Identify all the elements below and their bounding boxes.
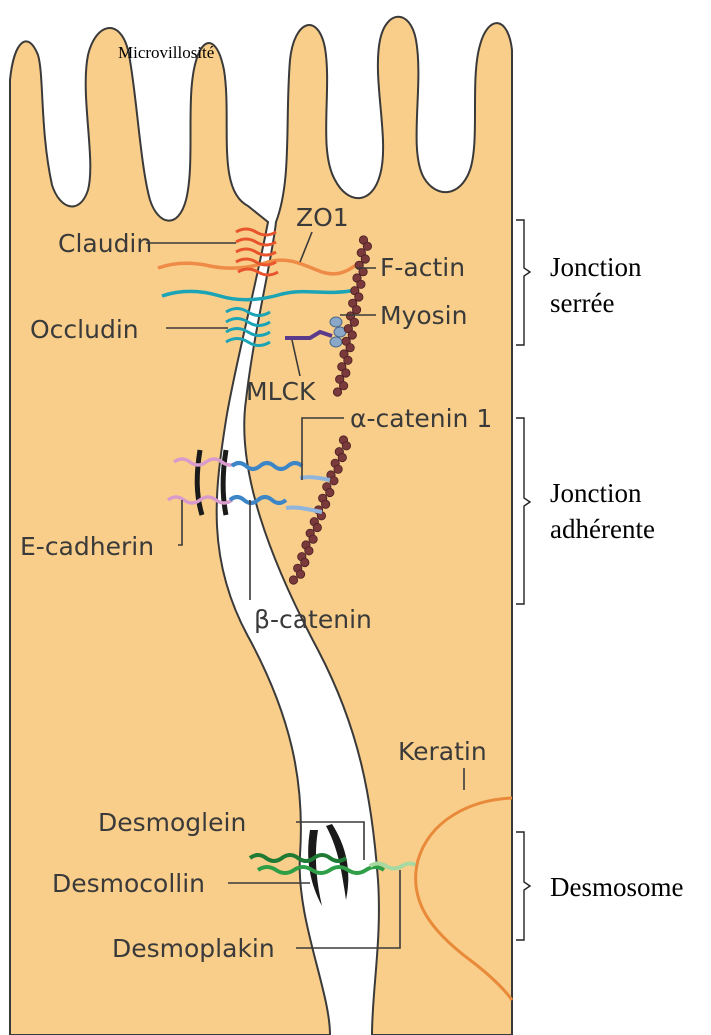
- label-e-cadherin: E-cadherin: [20, 532, 154, 561]
- f-actin-bead: [351, 305, 362, 315]
- keratin-filament: [414, 796, 514, 1001]
- label-keratin: Keratin: [398, 737, 487, 766]
- f-actin-bead: [308, 534, 318, 544]
- desmoglein-strand: [248, 853, 348, 863]
- f-actin-bead: [360, 254, 370, 264]
- adherens-plaque-left: [194, 449, 205, 516]
- adherens-plaque-right: [220, 449, 229, 516]
- tight-junction-proteins: [157, 227, 362, 348]
- brace-jonction-serree: [516, 219, 532, 346]
- f-actin-filament-top: [332, 235, 372, 397]
- label-occludin: Occludin: [30, 315, 139, 344]
- label-desmoglein: Desmoglein: [98, 808, 246, 837]
- label-beta-catenin: β-catenin: [254, 605, 372, 634]
- f-actin-bead: [349, 317, 359, 327]
- f-actin-bead: [333, 464, 343, 474]
- desmosome-structure: [248, 796, 514, 1001]
- brace-desmosome: [516, 831, 532, 941]
- label-alpha-catenin: α-catenin 1: [350, 404, 492, 433]
- f-actin-bead: [356, 279, 366, 289]
- label-desmocollin: Desmocollin: [52, 869, 205, 898]
- region-jonction-serree-line2: serrée: [550, 288, 614, 318]
- f-actin-bead: [341, 368, 351, 378]
- claudin-coils: [235, 227, 279, 277]
- adherens-junction-proteins: [166, 449, 331, 516]
- desmosome-plaque-left: [308, 830, 322, 906]
- f-actin-bead: [354, 292, 364, 302]
- label-myosin: Myosin: [380, 301, 467, 330]
- label-zo1: ZO1: [296, 203, 349, 232]
- beta-catenin-lower: [228, 495, 288, 505]
- label-microvillosite: Microvillosité: [118, 43, 214, 62]
- f-actin-bead: [288, 575, 299, 585]
- brace-jonction-adherente: [516, 417, 532, 605]
- label-claudin: Claudin: [58, 229, 152, 258]
- e-cadherin-lower: [166, 495, 234, 505]
- f-actin-bead: [343, 355, 353, 365]
- f-actin-bead: [345, 343, 355, 353]
- desmosome-plaque-right: [326, 824, 349, 900]
- myosin-blob: [329, 316, 347, 348]
- left-cell: [9, 27, 332, 1035]
- f-actin-bead: [325, 487, 335, 498]
- label-desmoplakin: Desmoplakin: [112, 934, 275, 963]
- f-actin-bead: [295, 569, 306, 579]
- f-actin-bead: [338, 381, 349, 391]
- leader-lines: [146, 231, 465, 949]
- alpha-catenin-lower: [285, 505, 323, 514]
- region-labels: Jonction serrée Jonction adhérente Desmo…: [550, 252, 684, 902]
- occludin-coils: [225, 307, 271, 347]
- occludin-strand: [161, 288, 357, 302]
- beta-catenin-upper: [230, 461, 304, 471]
- mlck-strand: [285, 329, 333, 340]
- f-actin-bead: [312, 522, 322, 533]
- f-actin-filament-bottom: [288, 435, 351, 585]
- right-cell: [243, 15, 513, 1035]
- region-jonction-serree-line1: Jonction: [550, 252, 642, 282]
- region-desmosome: Desmosome: [550, 872, 684, 902]
- protein-labels: Microvillosité Claudin ZO1 F-actin Occlu…: [20, 43, 492, 963]
- f-actin-bead: [304, 546, 314, 556]
- f-actin-bead: [337, 452, 347, 463]
- f-actin-bead: [362, 241, 372, 251]
- e-cadherin-upper: [172, 457, 240, 467]
- f-actin-bead: [300, 557, 310, 568]
- f-actin-bead: [347, 330, 357, 340]
- right-margin: [514, 0, 711, 1035]
- f-actin-bead: [332, 387, 343, 397]
- f-actin-bead: [320, 499, 331, 509]
- desmocollin-strand: [256, 865, 386, 875]
- cell-bodies: [9, 0, 711, 1035]
- f-actin-bead: [329, 476, 339, 486]
- desmoplakin-strand: [368, 861, 420, 871]
- label-mlck: MLCK: [246, 377, 316, 406]
- region-jonction-adherente-line1: Jonction: [550, 478, 642, 508]
- f-actin-bead: [341, 441, 351, 451]
- label-f-actin: F-actin: [380, 253, 465, 282]
- region-jonction-adherente-line2: adhérente: [550, 514, 655, 544]
- region-braces: [516, 219, 532, 941]
- zo1-strand: [157, 258, 362, 276]
